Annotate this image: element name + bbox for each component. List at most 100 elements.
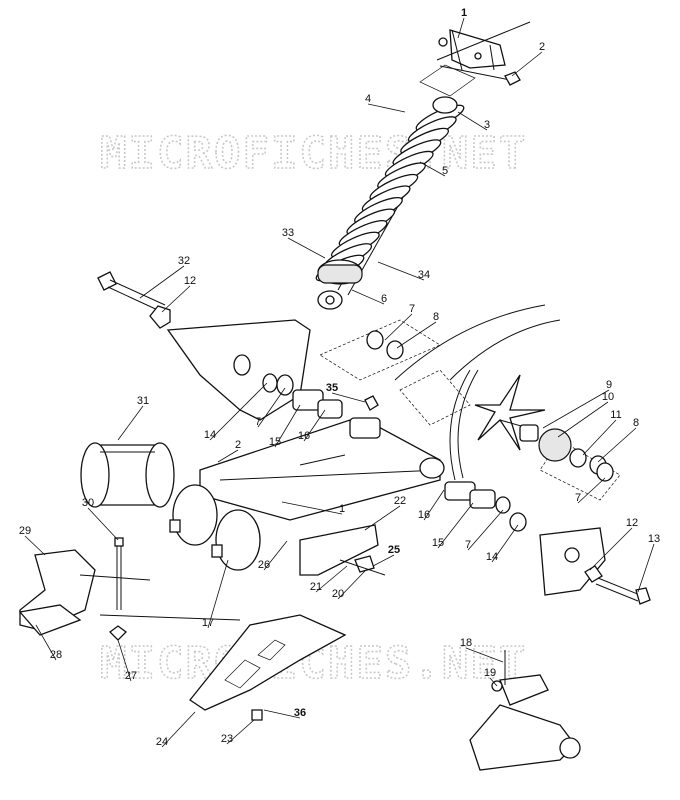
leader-line xyxy=(557,401,609,438)
callout-number: 17 xyxy=(202,617,214,629)
callout-number: 12 xyxy=(184,275,196,287)
callout-number: 22 xyxy=(394,495,406,507)
callout-number: 9 xyxy=(606,379,612,391)
callout-number: 36 xyxy=(294,707,306,719)
bottom-right-bracket xyxy=(469,650,581,771)
leader-line xyxy=(396,321,437,349)
right-cover-plate xyxy=(539,527,651,605)
callout-number: 11 xyxy=(610,409,621,421)
callout-number: 3 xyxy=(484,119,490,131)
callout-number: 2 xyxy=(539,41,545,53)
leader-line xyxy=(465,647,504,663)
callout-number: 4 xyxy=(365,93,371,105)
leader-line xyxy=(419,161,446,177)
callout-number: 32 xyxy=(178,255,190,267)
leader-line xyxy=(489,677,498,687)
callout-number: 7 xyxy=(465,539,471,551)
leader-line xyxy=(35,624,57,661)
leader-line xyxy=(117,639,132,682)
callout-number: 1 xyxy=(339,503,345,515)
leader-line xyxy=(87,507,119,541)
callout-number: 19 xyxy=(484,667,496,679)
leader-line xyxy=(351,289,385,305)
callout-number: 28 xyxy=(50,649,62,661)
callout-number: 24 xyxy=(156,736,168,748)
skid-plate xyxy=(189,614,347,721)
callout-number: 2 xyxy=(235,439,241,451)
callout-number: 16 xyxy=(418,509,430,521)
leader-line xyxy=(303,409,326,442)
leader-line xyxy=(367,103,406,113)
leader-line xyxy=(281,501,343,515)
leader-line xyxy=(331,392,366,403)
lower-bracket-22 xyxy=(299,524,386,576)
leader-line xyxy=(589,527,633,571)
leader-line xyxy=(577,477,606,504)
left-bushing-stack xyxy=(262,330,404,419)
callout-number: 1 xyxy=(461,7,467,19)
callout-number: 8 xyxy=(633,417,639,429)
callout-number: 23 xyxy=(221,733,233,745)
leader-line xyxy=(511,51,543,77)
leader-line xyxy=(263,709,301,719)
callout-number: 34 xyxy=(418,269,430,281)
track-wheel-arc xyxy=(394,304,561,481)
leader-line xyxy=(582,419,617,456)
callout-number: 15 xyxy=(432,537,444,549)
leader-line xyxy=(364,505,401,531)
clamps xyxy=(169,484,261,571)
leader-line xyxy=(139,265,185,299)
leader-line xyxy=(263,540,288,571)
axle-tube xyxy=(80,442,175,508)
callout-number: 7 xyxy=(575,492,581,504)
callout-number: 26 xyxy=(258,559,270,571)
callout-number: 20 xyxy=(332,588,344,600)
callout-number: 18 xyxy=(460,637,472,649)
leader-line xyxy=(457,17,465,39)
callout-number: 27 xyxy=(125,670,137,682)
callout-number: 16 xyxy=(298,430,310,442)
callout-number: 25 xyxy=(388,544,400,556)
leader-line xyxy=(315,565,348,593)
leader-line xyxy=(457,111,488,131)
leader-line xyxy=(217,449,239,463)
callout-number: 5 xyxy=(442,165,448,177)
leader-line xyxy=(209,382,268,441)
left-foot-bracket xyxy=(18,549,241,636)
bolt-30 xyxy=(109,537,127,641)
leader-line xyxy=(491,524,519,563)
callout-number: 31 xyxy=(137,395,149,407)
right-bushing-stack xyxy=(444,481,527,532)
callout-number: 33 xyxy=(282,227,294,239)
left-cover-plate xyxy=(166,319,311,421)
leader-line xyxy=(467,509,504,551)
leader-line xyxy=(117,405,144,441)
watermark-top: MICROFICHES.NET xyxy=(100,128,527,179)
callout-number: 35 xyxy=(326,382,338,394)
leader-line xyxy=(24,535,46,556)
leader-line xyxy=(207,559,229,629)
leader-line xyxy=(337,570,366,600)
leader-line xyxy=(423,489,445,521)
leader-line xyxy=(372,554,395,567)
shock-upper-mount xyxy=(436,21,531,86)
callout-number: 12 xyxy=(626,517,638,529)
callout-number: 29 xyxy=(19,525,31,537)
leader-line xyxy=(257,387,286,428)
callout-number: 13 xyxy=(648,533,660,545)
callout-number: 15 xyxy=(269,436,281,448)
leader-line xyxy=(161,285,191,313)
callout-number: 7 xyxy=(409,303,415,315)
callout-number: 30 xyxy=(82,497,94,509)
idler-axle-parts xyxy=(499,419,614,482)
leader-line xyxy=(161,711,196,748)
leader-line xyxy=(437,502,474,549)
leader-line xyxy=(287,237,326,259)
leader-line xyxy=(226,719,255,745)
leader-line xyxy=(384,313,413,341)
callout-number: 7 xyxy=(255,416,261,428)
callout-number: 10 xyxy=(602,391,614,403)
leader-line xyxy=(597,427,637,463)
